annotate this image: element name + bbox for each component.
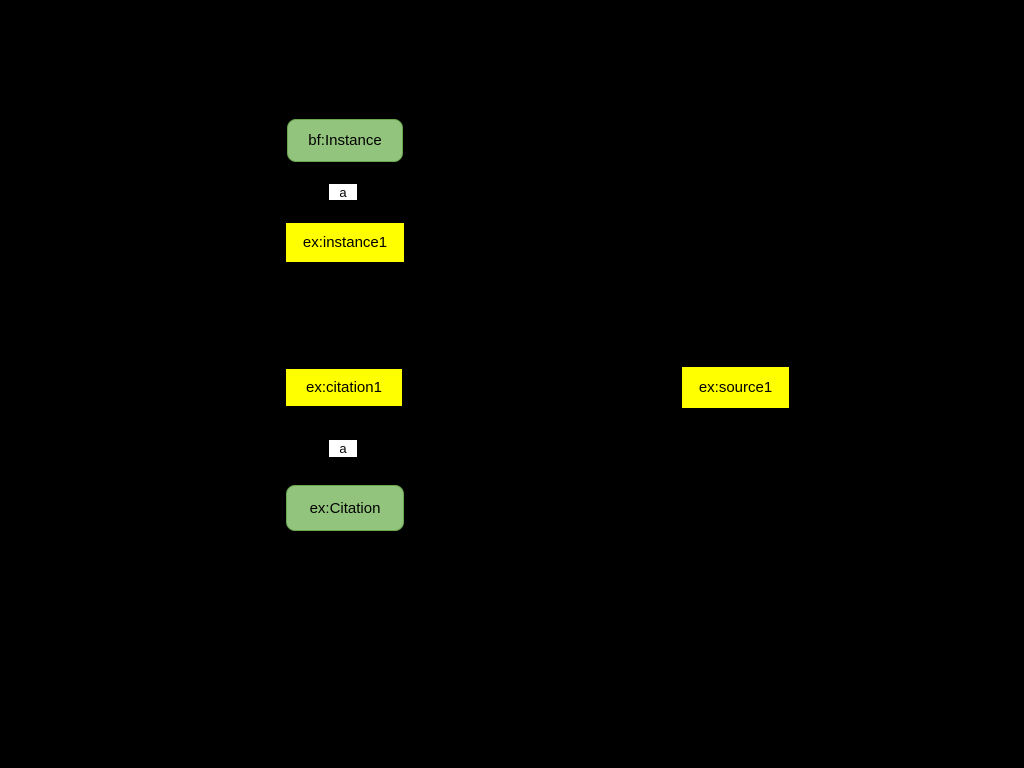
node-ex-source1-label: ex:source1 <box>698 379 773 396</box>
node-ex-citation1: ex:citation1 <box>285 368 403 407</box>
node-ex-citation-class: ex:Citation <box>286 485 404 531</box>
node-ex-citation1-label: ex:citation1 <box>306 379 382 396</box>
node-ex-citation-class-label: ex:Citation <box>309 499 381 517</box>
edge-label-a-top: a <box>329 184 357 200</box>
edge-label-a-bottom-text: a <box>339 441 347 456</box>
edge-label-a-bottom: a <box>329 440 357 457</box>
node-ex-instance1-label: ex:instance1 <box>302 234 388 251</box>
node-bf-instance-label: bf:Instance <box>308 132 382 149</box>
node-bf-instance: bf:Instance <box>287 119 403 162</box>
edge-label-a-top-text: a <box>339 184 347 200</box>
node-ex-source1: ex:source1 <box>681 366 790 409</box>
node-ex-instance1: ex:instance1 <box>285 222 405 263</box>
